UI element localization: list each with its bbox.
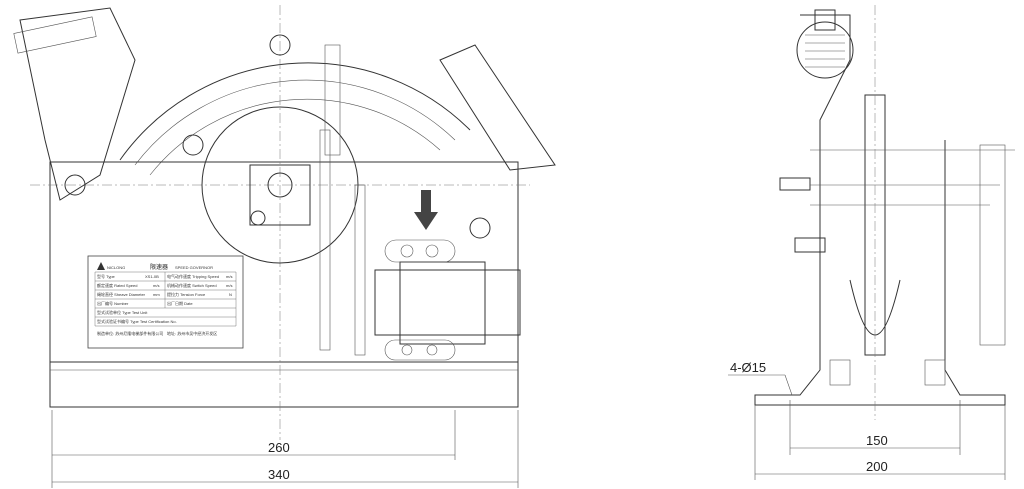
svg-text:型式试验单位 Type Test Unit: 型式试验单位 Type Test Unit [97,309,148,315]
svg-text:制造单位: 苏州尼隆电梯部件有限公司: 制造单位: 苏州尼隆电梯部件有限公司 [97,330,163,336]
nameplate: NICLONG 限速器 SPEED GOVERNOR 型号 Type XS1-0… [87,255,244,349]
direction-arrow-icon [414,190,438,230]
front-view: NICLONG 限速器 SPEED GOVERNOR 型号 Type XS1-0… [13,5,556,488]
svg-text:出厂日期 Date: 出厂日期 Date [167,300,193,306]
svg-text:型号 Type: 型号 Type [97,273,116,279]
dimension-200: 200 [754,405,1006,480]
side-view: 4-Ø15 150 200 [728,5,1015,480]
svg-text:绳轮直径 Sheave Diameter: 绳轮直径 Sheave Diameter [97,291,146,297]
svg-text:额定速度 Rated Speed: 额定速度 Rated Speed [97,282,137,288]
svg-text:m/s: m/s [226,274,232,279]
svg-text:XS1-0B: XS1-0B [145,274,159,279]
side-frame [754,14,1006,406]
svg-text:200: 200 [866,459,888,474]
nameplate-brand: NICLONG [107,265,125,270]
svg-text:提拉力 Tension Force: 提拉力 Tension Force [167,291,206,297]
svg-text:机械动作速度 Switch Speed: 机械动作速度 Switch Speed [167,282,217,288]
svg-text:mm: mm [153,292,160,297]
dimension-150: 150 [789,400,961,455]
svg-text:150: 150 [866,433,888,448]
base-foot [49,361,519,408]
svg-text:N: N [229,292,232,297]
svg-text:型式试验证书编号 Type Test Certificati: 型式试验证书编号 Type Test Certification No. [97,318,177,324]
svg-text:出厂编号 Number: 出厂编号 Number [97,300,129,306]
nameplate-title-cn: 限速器 [150,263,168,271]
brand-logo-icon [97,262,105,270]
sheave-outer-arc [119,62,471,161]
svg-text:260: 260 [268,440,290,455]
electrical-switch [374,269,521,336]
tension-arm [19,7,136,201]
svg-text:地址: 苏州市吴中经济开发区: 地址: 苏州市吴中经济开发区 [167,330,217,336]
dimension-260: 260 [51,410,456,488]
svg-text:电气动作速度 Tripping Speed: 电气动作速度 Tripping Speed [167,273,219,279]
svg-text:340: 340 [268,467,290,482]
svg-text:m/s: m/s [153,283,159,288]
right-arm [439,44,556,171]
dimension-340: 340 [52,410,519,488]
hole-spec-label: 4-Ø15 [730,360,766,375]
nameplate-title-en: SPEED GOVERNOR [175,265,213,270]
svg-text:m/s: m/s [226,283,232,288]
